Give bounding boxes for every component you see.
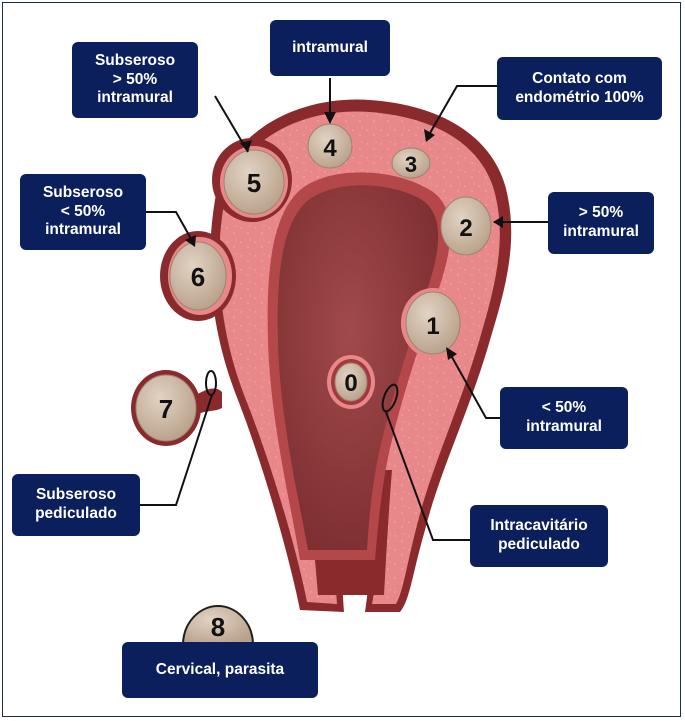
fibroid-0 [334,362,368,402]
leader-6 [146,211,195,245]
fibroid-0-number: 0 [344,370,357,397]
fibroid-3 [391,147,431,179]
arrow-3 [424,129,435,142]
leader-7 [140,394,213,506]
arrow-2 [493,216,503,228]
fibroid-8-number: 8 [211,612,225,642]
leader-0 [385,411,470,541]
fibroid-8 [181,604,255,646]
label-subserous-gt50: Subseroso > 50% intramural [72,42,198,118]
arrowheads [185,112,503,360]
fibroid-2-number: 2 [459,215,472,242]
arrow-4 [324,112,336,124]
leader-lines [140,78,548,541]
fibroid-1-number: 1 [426,313,439,340]
fibroid-7-number: 7 [159,394,173,424]
fibroid-5-number: 5 [247,168,261,198]
fibroid-5 [223,149,285,215]
arrow-1 [446,347,457,360]
label-lt50-intramural: < 50% intramural [500,387,628,449]
label-endometrium-contact: Contato com endométrio 100% [497,57,662,120]
label-intramural: intramural [270,20,390,76]
leader-3 [425,85,497,141]
fibroid-6 [169,241,227,311]
label-subserous-lt50: Subseroso < 50% intramural [20,174,146,250]
fibroid-2 [440,196,492,256]
label-cervical-parasitic: Cervical, parasita [122,642,318,698]
fibroid-1 [405,291,461,355]
label-gt50-intramural: > 50% intramural [548,192,654,254]
fibroid-6-number: 6 [191,262,205,292]
label-intracavitary-pedunculated: Intracavitário pediculado [470,505,608,567]
fibroid-4-number: 4 [323,135,337,162]
leader-1 [447,349,500,419]
arrow-6 [185,235,196,247]
label-subserous-pedunculated: Subseroso pediculado [12,474,140,536]
fibroid-3-number: 3 [405,152,417,177]
fibroid-7 [135,374,197,442]
pedicle-loop-0 [381,383,399,413]
arrow-5 [240,140,252,152]
